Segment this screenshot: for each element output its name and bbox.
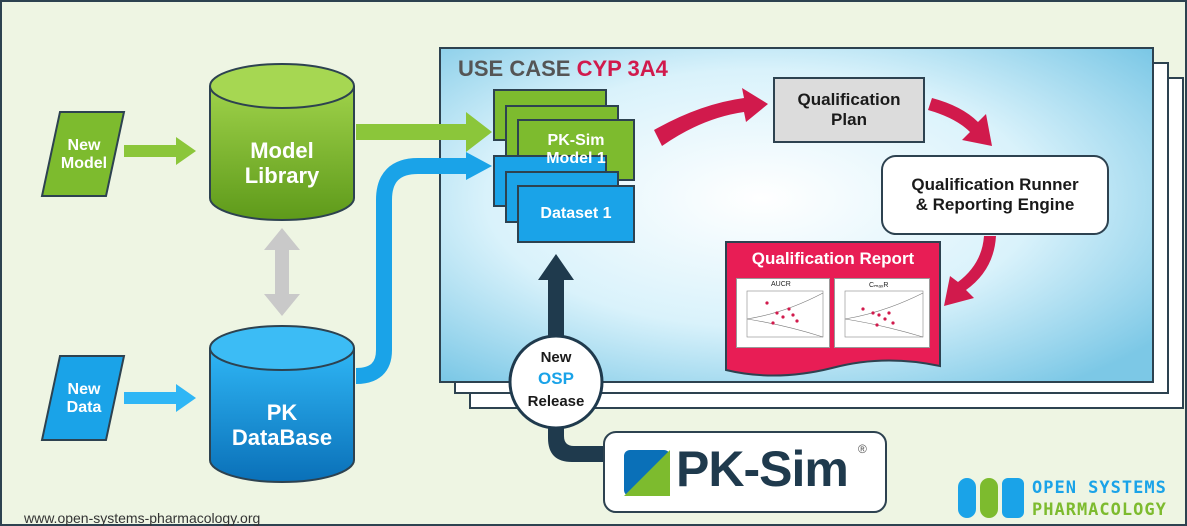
arrow-model-to-library — [124, 137, 196, 165]
new-model-label: New Model — [60, 136, 108, 172]
report-chart-left-title: AUCR — [771, 281, 791, 288]
pksim-logo-box — [603, 431, 887, 513]
qualification-report-label: Qualification Report — [751, 249, 915, 269]
release-new-label: New — [540, 349, 572, 367]
release-label: Release — [527, 393, 585, 411]
new-data-shape — [40, 355, 126, 441]
release-circle — [508, 334, 604, 430]
pksim-logo-icon — [624, 450, 670, 496]
pksim-model-label: PK-Sim Model 1 — [546, 131, 606, 167]
grey-double-arrow — [264, 228, 300, 316]
report-chart-right-plot — [844, 290, 924, 338]
red-arrow-runner-to-report — [944, 236, 996, 306]
pksim-logo-text: PK-Sim — [676, 441, 849, 497]
osp-logo-line1: OPEN SYSTEMS — [1032, 478, 1167, 498]
model-library-label: Model Library — [244, 137, 320, 188]
use-case-prefix: USE CASE — [458, 56, 571, 81]
new-model-shape — [40, 111, 126, 197]
pk-database-label: PK DataBase — [231, 399, 333, 450]
qualification-plan-box — [773, 77, 925, 143]
footer-url: www.open-systems-pharmacology.org — [24, 510, 261, 526]
osp-logo-mark — [958, 478, 1024, 518]
osp-logo-line2: PHARMACOLOGY — [1032, 500, 1167, 520]
arrow-library-to-cards — [356, 112, 492, 152]
report-chart-right-title: CₘₐₓR — [869, 282, 889, 289]
report-chart-right: CₘₐₓR — [834, 278, 930, 348]
arrow-data-to-database — [124, 384, 196, 412]
qualification-runner-box — [881, 155, 1109, 235]
qualification-runner-label: Qualification Runner & Reporting Engine — [911, 175, 1079, 214]
release-osp-logo: OSP — [538, 369, 574, 389]
report-chart-left-plot — [746, 290, 824, 338]
dataset-card — [517, 185, 635, 243]
pk-database-cylinder — [209, 325, 355, 483]
qualification-plan-label: Qualification Plan — [797, 90, 901, 129]
dataset-label: Dataset 1 — [540, 204, 612, 222]
new-data-label: New Data — [66, 380, 102, 416]
use-case-highlight: CYP 3A4 — [576, 56, 668, 81]
arrow-database-to-cards — [355, 158, 468, 384]
red-arrow-cards-to-plan — [654, 88, 768, 146]
red-arrow-plan-to-runner — [928, 98, 992, 146]
pksim-registered-mark: ® — [858, 442, 867, 456]
model-library-cylinder — [209, 63, 355, 221]
report-chart-left: AUCR — [736, 278, 830, 348]
use-case-title: USE CASE CYP 3A4 — [458, 56, 668, 82]
